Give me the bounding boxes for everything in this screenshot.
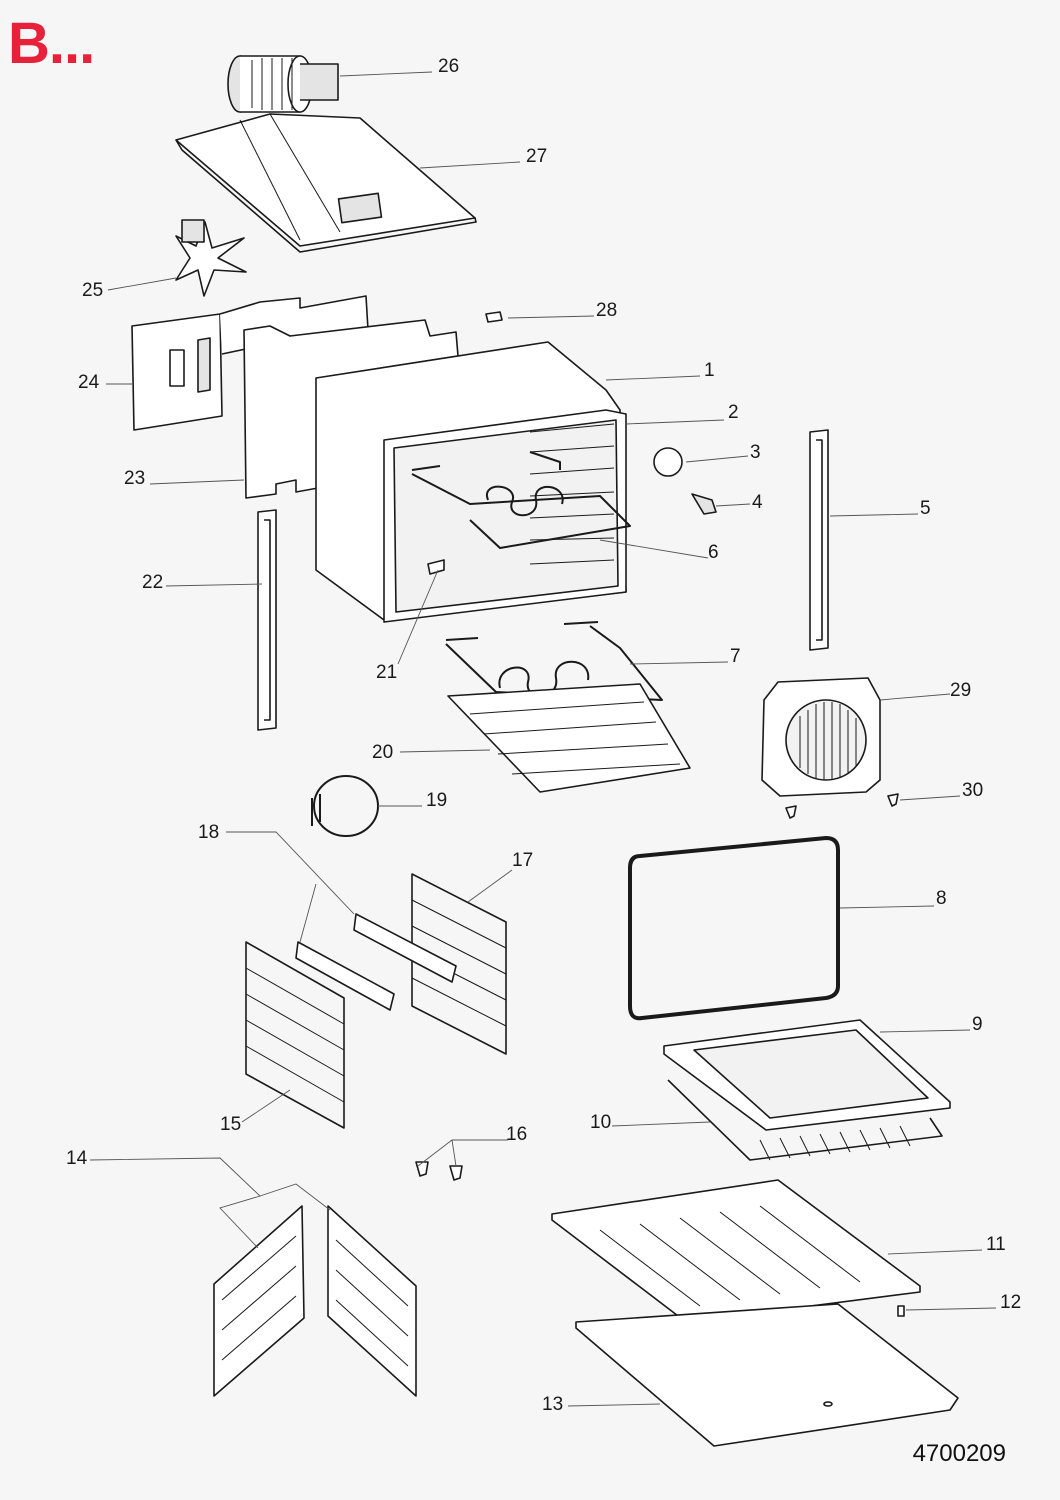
callout-28: 28 (596, 300, 617, 321)
callout-15: 15 (220, 1114, 241, 1135)
callout-6: 6 (708, 542, 719, 563)
fan-motor (175, 219, 247, 297)
fixing-pin (415, 1161, 429, 1177)
bottom-cover (575, 1303, 959, 1447)
right-shelf-runner (411, 873, 507, 1055)
fixing-pin (449, 1165, 463, 1181)
callout-21: 21 (376, 662, 397, 683)
callout-2: 2 (728, 402, 739, 423)
callout-24: 24 (78, 372, 100, 393)
callout-17: 17 (512, 850, 533, 871)
left-shelf-runner (245, 941, 345, 1129)
callout-4: 4 (752, 492, 763, 513)
callout-1: 1 (704, 360, 715, 381)
callout-18: 18 (198, 822, 219, 843)
callout-14: 14 (66, 1148, 88, 1169)
clip (485, 311, 503, 323)
door-seal-gasket (628, 836, 840, 1021)
drawing-number: 4700209 (912, 1440, 1006, 1467)
callout-25: 25 (82, 280, 103, 301)
telescopic-guide (295, 941, 395, 1011)
side-liners (213, 1205, 417, 1397)
callout-5: 5 (920, 498, 931, 519)
rear-fan-housing (131, 295, 369, 431)
callout-13: 13 (542, 1394, 563, 1415)
top-cover (175, 113, 477, 253)
circular-element (311, 775, 379, 837)
callout-16: 16 (506, 1124, 527, 1145)
callout-23: 23 (124, 468, 145, 489)
callout-26: 26 (438, 56, 459, 77)
oven-lamp (653, 447, 683, 477)
cover-screw (887, 793, 899, 807)
leader-lines (89, 71, 997, 1407)
cover-screw (785, 805, 797, 819)
callout-7: 7 (730, 646, 741, 667)
callout-27: 27 (526, 146, 547, 167)
base-panel (551, 1179, 921, 1323)
callout-12: 12 (1000, 1292, 1021, 1313)
callout-11: 11 (986, 1234, 1006, 1255)
callout-9: 9 (972, 1014, 983, 1035)
callout-19: 19 (426, 790, 447, 811)
telescopic-guide (353, 913, 457, 983)
callout-10: 10 (590, 1112, 611, 1133)
section-mark: B... (8, 11, 95, 76)
baking-tray (663, 1019, 951, 1131)
upper-grill-element (411, 451, 631, 549)
callout-3: 3 (750, 442, 761, 463)
lamp-holder (691, 493, 717, 515)
oven-cavity (315, 341, 627, 623)
callout-8: 8 (936, 888, 947, 909)
cooling-fan (227, 55, 339, 113)
callout-22: 22 (142, 572, 163, 593)
right-side-bracket (809, 429, 829, 651)
bottom-plate (447, 683, 691, 793)
thermostat-sensor (427, 559, 445, 575)
fan-cover (761, 677, 881, 797)
callout-30: 30 (962, 780, 983, 801)
left-side-bracket (257, 509, 277, 731)
callout-20: 20 (372, 742, 393, 763)
screw (897, 1305, 905, 1317)
callout-29: 29 (950, 680, 971, 701)
wire-rack (667, 1079, 943, 1161)
